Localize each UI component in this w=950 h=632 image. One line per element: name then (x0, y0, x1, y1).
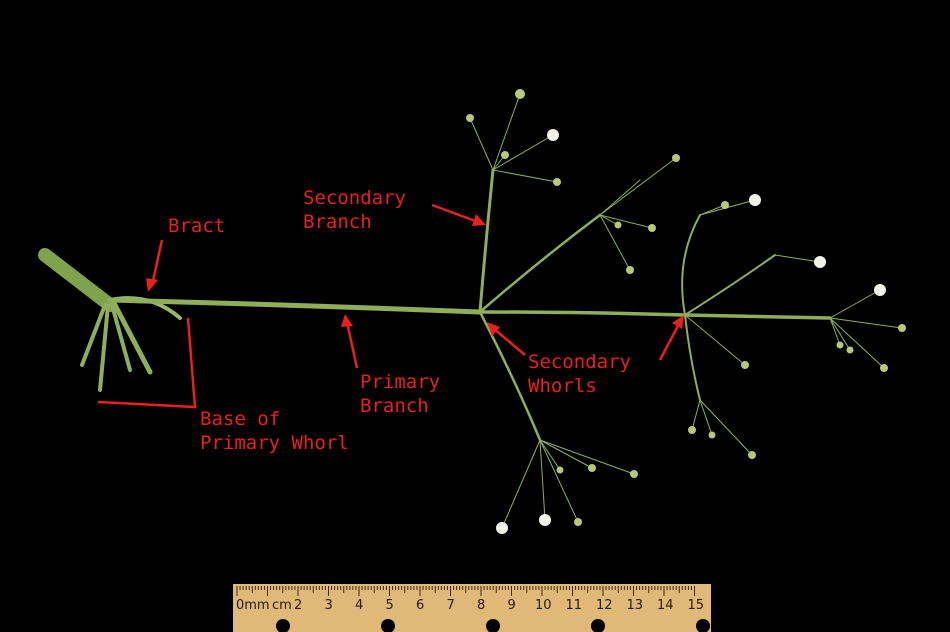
label-bract: Bract (168, 215, 225, 237)
ruler-number: 13 (627, 598, 644, 613)
flower-buds (466, 89, 906, 526)
ruler-number: 6 (416, 598, 424, 613)
ruler: 0mm cm 2 3 4 5 6 7 8 9 10 11 12 13 14 15 (233, 584, 711, 632)
ruler-number: 4 (355, 598, 363, 613)
ruler-number: 12 (596, 598, 613, 613)
ruler-number: 9 (508, 598, 516, 613)
ruler-unit-prefix: 0mm (236, 598, 270, 613)
ruler-number: 14 (657, 598, 674, 613)
annotation-arrows (97, 203, 684, 409)
ruler-hole (276, 619, 290, 632)
annotation-labels: Bract Secondary Branch Primary Branch Se… (168, 187, 631, 454)
ruler-hole (696, 619, 710, 632)
ruler-number: 8 (477, 598, 485, 613)
ruler-number: 5 (386, 598, 394, 613)
label-primary-branch-line1: Primary (360, 371, 440, 393)
label-secondary-whorls-line2: Whorls (528, 375, 597, 397)
ruler-number: 2 (294, 598, 302, 613)
label-secondary-branch-line1: Secondary (303, 187, 406, 209)
ruler-number: 3 (325, 598, 333, 613)
ruler-number: 10 (535, 598, 552, 613)
ruler-hole (486, 619, 500, 632)
ruler-hole (591, 619, 605, 632)
ruler-number: 15 (688, 598, 705, 613)
label-base-primary-whorl-line1: Base of (200, 408, 280, 430)
ruler-number: 11 (566, 598, 583, 613)
ruler-hole (381, 619, 395, 632)
ruler-number: 7 (447, 598, 455, 613)
label-secondary-whorls-line1: Secondary (528, 351, 631, 373)
label-base-primary-whorl-line2: Primary Whorl (200, 432, 349, 454)
label-primary-branch-line2: Branch (360, 395, 429, 417)
ruler-unit-label: cm (272, 598, 292, 613)
label-secondary-branch-line2: Branch (303, 211, 372, 233)
white-flowers (496, 129, 886, 534)
